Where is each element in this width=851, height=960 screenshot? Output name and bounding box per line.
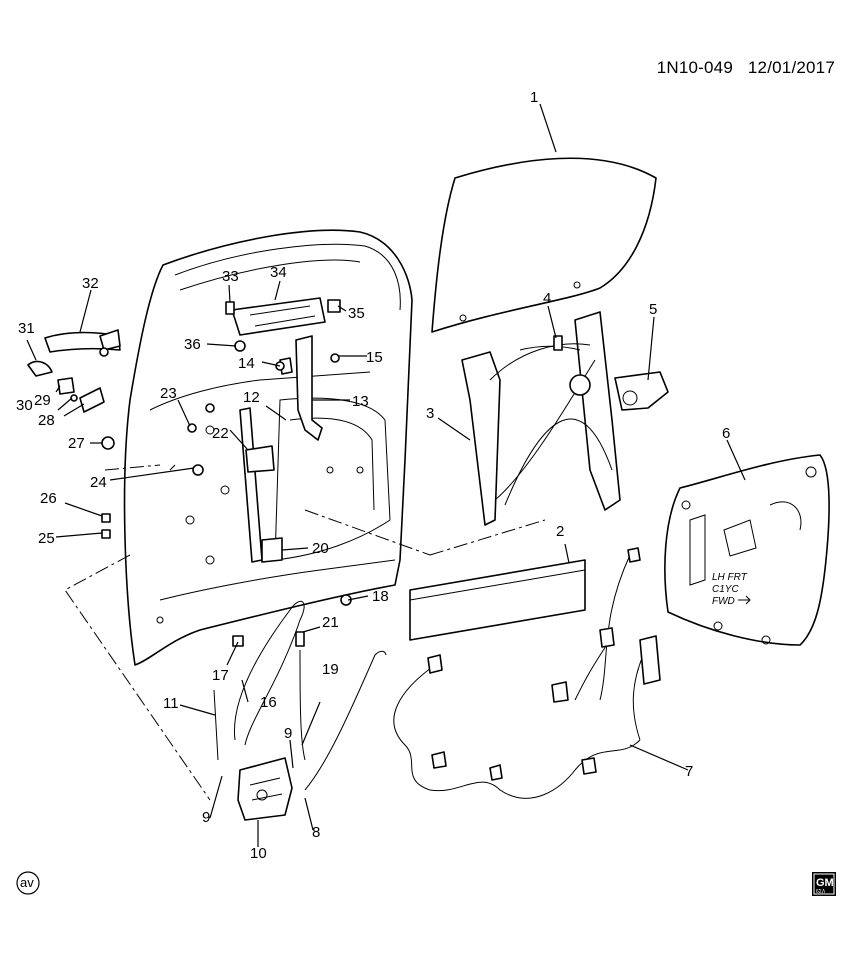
callout-15: 15: [366, 349, 383, 366]
construction-line: [304, 509, 431, 556]
window-regulator-icon: [461, 311, 621, 526]
callout-34: 34: [270, 264, 287, 281]
callout-19: 19: [322, 661, 339, 678]
handle-cap-icon: [27, 360, 53, 377]
callout-6: 6: [722, 425, 730, 442]
callout-36: 36: [184, 336, 201, 353]
callout-5: 5: [649, 301, 657, 318]
callout-9a: 9: [202, 809, 210, 826]
callout-16: 16: [260, 694, 277, 711]
gm-logo-icon: GM 6ΣΛ: [812, 872, 836, 896]
av-mark-text: av: [20, 875, 34, 890]
lock-cylinder-icon: [57, 377, 75, 395]
callout-3: 3: [426, 405, 434, 422]
construction-line: [64, 554, 211, 801]
handle-bezel-icon: [79, 387, 105, 413]
decal-line-2: C1YC: [712, 584, 739, 595]
callout-32: 32: [82, 275, 99, 292]
callout-1: 1: [530, 89, 538, 106]
gm-logo-sub: 6ΣΛ: [816, 889, 826, 895]
construction-line: [104, 464, 161, 471]
callout-8: 8: [312, 824, 320, 841]
callout-13: 13: [352, 393, 369, 410]
gm-logo-text: GM: [816, 877, 834, 889]
callout-23: 23: [160, 385, 177, 402]
callout-33: 33: [222, 268, 239, 285]
window-glass-icon: [431, 157, 657, 333]
regulator-bolt-icon: [553, 335, 563, 351]
latch-reinforcement-icon: [225, 297, 341, 352]
callout-10: 10: [250, 845, 267, 862]
leader-lines: [26, 103, 746, 847]
diagram-header: 1N10-049 12/01/2017: [647, 58, 835, 78]
water-deflector-icon: LH FRT C1YC FWD: [664, 454, 830, 646]
door-sealing-strip-icon: [409, 559, 586, 641]
screw-icon: [101, 529, 111, 539]
grommet-icon: [101, 436, 115, 450]
callouts: 1 2 3 4 5 6 7 8 9 9 10 11 12 13 14 15 16…: [16, 89, 730, 862]
screw-icon: [101, 513, 111, 523]
decal-line-3: FWD: [712, 596, 735, 607]
seal-icon: [70, 394, 78, 402]
callout-4: 4: [543, 290, 551, 307]
callout-7: 7: [685, 763, 693, 780]
callout-26: 26: [40, 490, 57, 507]
callout-29: 29: [34, 392, 51, 409]
wiring-harness-icon: [393, 547, 661, 799]
callout-24: 24: [90, 474, 107, 491]
bolt-icon: [330, 353, 340, 363]
diagram-code: 1N10-049: [656, 58, 733, 77]
callout-9b: 9: [284, 725, 292, 742]
callout-2: 2: [556, 523, 564, 540]
callout-35: 35: [348, 305, 365, 322]
callout-12: 12: [243, 389, 260, 406]
nut-icon: [205, 403, 215, 413]
callout-11: 11: [163, 695, 179, 712]
screw-icon: [192, 464, 204, 476]
decal-line-1: LH FRT: [712, 572, 748, 583]
callout-21: 21: [322, 614, 339, 631]
callout-22: 22: [212, 425, 229, 442]
outside-handle-icon: [44, 329, 121, 357]
window-motor-icon: [614, 371, 669, 411]
callout-27: 27: [68, 435, 85, 452]
callout-17: 17: [212, 667, 229, 684]
callout-30: 30: [16, 397, 33, 414]
door-cables-icon: [213, 600, 387, 791]
av-mark-icon: av: [16, 871, 40, 895]
callout-25: 25: [38, 530, 55, 547]
callout-18: 18: [372, 588, 389, 605]
diagram-date: 12/01/2017: [747, 58, 835, 77]
callout-14: 14: [238, 355, 255, 372]
callout-20: 20: [312, 540, 329, 557]
callout-28: 28: [38, 412, 55, 429]
construction-line: [429, 519, 546, 556]
door-latch-icon: [237, 757, 293, 821]
construction-line: [169, 464, 176, 471]
callout-31: 31: [18, 320, 35, 337]
